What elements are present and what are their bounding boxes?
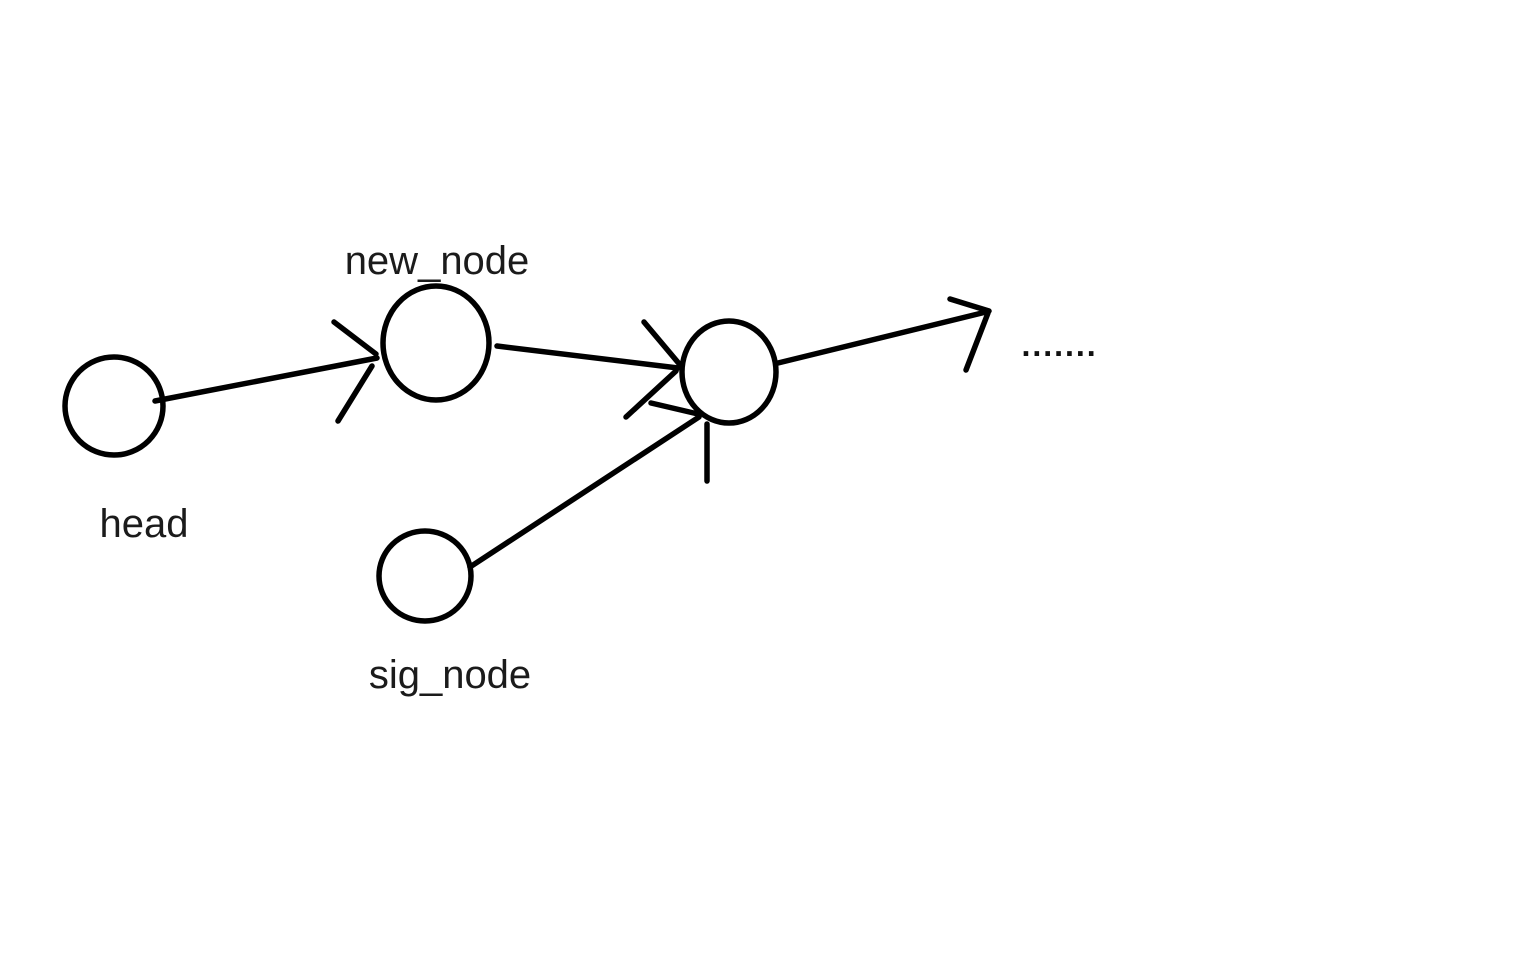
arrow-new-node-to-next-barb-top: [641, 319, 684, 369]
arrow-head-to-new-node-barb-top: [331, 319, 379, 357]
new-node-label: new_node: [345, 239, 530, 283]
arrow-new-node-to-next-barb-bottom: [623, 368, 679, 420]
head-label: head: [100, 502, 189, 546]
arrow-sig-node-to-next-shaft: [467, 414, 702, 570]
next-node-circle: [679, 318, 779, 426]
new-node-circle: [380, 283, 492, 403]
sig-node-label: sig_node: [369, 653, 531, 697]
arrow-head-to-new-node-barb-bottom: [335, 363, 375, 424]
arrow-new-node-to-next-shaft: [494, 343, 681, 371]
arrow-sig-node-to-next-barb-left: [648, 400, 701, 417]
arrow-next-to-rest-barb-bottom: [963, 310, 991, 373]
arrow-next-to-rest-shaft: [775, 309, 989, 366]
arrow-next-to-rest-barb-top: [947, 296, 992, 314]
arrow-head-to-new-node-shaft: [152, 355, 380, 404]
sig-node-circle: [376, 528, 474, 624]
continuation-ellipsis: .......: [1021, 333, 1097, 363]
head-node-circle: [62, 354, 166, 458]
